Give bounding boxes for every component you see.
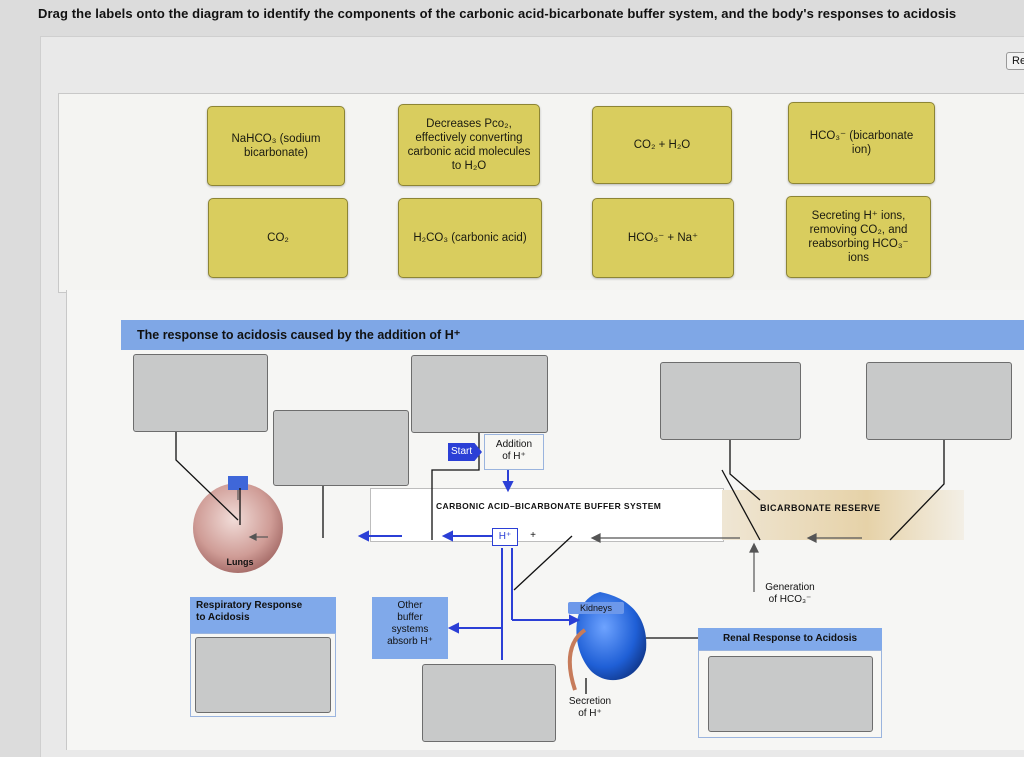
generation-label: Generation of HCO₃⁻ [765, 582, 815, 605]
drop-slot-1[interactable] [133, 354, 268, 432]
drop-slot-2[interactable] [273, 410, 409, 486]
diagram-title: The response to acidosis caused by the a… [137, 328, 461, 342]
chip-text: CO₂ + H₂O [633, 139, 691, 151]
trachea-icon [228, 476, 248, 490]
label-chip-decreases-pco2[interactable]: Decreases Pco₂, effectively converting c… [398, 104, 540, 186]
instruction-text: Drag the labels onto the diagram to iden… [38, 6, 957, 21]
addition-box: Addition of H⁺ [484, 434, 544, 470]
drop-slot-6[interactable] [195, 637, 331, 713]
bicarbonate-reserve-label: BICARBONATE RESERVE [760, 503, 881, 513]
label-chip-co2-h2o[interactable]: CO₂ + H₂O [592, 106, 732, 184]
drop-slot-7[interactable] [422, 664, 556, 742]
bicarbonate-reserve-band [722, 490, 964, 540]
h-plus-box: H⁺ [492, 528, 518, 546]
label-chip-co2[interactable]: CO₂ [208, 198, 348, 278]
chip-text: HCO₃⁻ (bicarbonate ion) [809, 130, 914, 156]
drop-slot-5[interactable] [866, 362, 1012, 440]
chip-text: HCO₃⁻ + Na⁺ [627, 232, 699, 244]
chip-text: H₂CO₃ (carbonic acid) [413, 232, 527, 244]
respiratory-response-header: Respiratory Response to Acidosis [190, 597, 336, 633]
diagram-title-bar: The response to acidosis caused by the a… [121, 320, 1024, 350]
label-chip-h2co3[interactable]: H₂CO₃ (carbonic acid) [398, 198, 542, 278]
buffer-system-label: CARBONIC ACID–BICARBONATE BUFFER SYSTEM [436, 501, 662, 511]
renal-response-header: Renal Response to Acidosis [698, 628, 882, 650]
label-chip-hco3-na[interactable]: HCO₃⁻ + Na⁺ [592, 198, 734, 278]
buffer-system-band [370, 488, 724, 542]
chip-text: NaHCO₃ (sodium bicarbonate) [231, 133, 321, 159]
lungs-icon [193, 483, 283, 573]
lungs-label: Lungs [226, 557, 254, 567]
other-buffer-box: Other buffer systems absorb H⁺ [372, 597, 448, 659]
drop-slot-3[interactable] [411, 355, 548, 433]
drop-slot-4[interactable] [660, 362, 801, 440]
reset-button[interactable]: Re [1006, 52, 1024, 70]
chip-text: Secreting H⁺ ions, removing CO₂, and rea… [808, 210, 909, 264]
kidneys-label: Kidneys [568, 602, 624, 614]
label-chip-nahco3[interactable]: NaHCO₃ (sodium bicarbonate) [207, 106, 345, 186]
label-chip-hco3-ion[interactable]: HCO₃⁻ (bicarbonate ion) [788, 102, 935, 184]
start-arrow: Start [448, 443, 482, 461]
plus-sign: + [530, 530, 536, 541]
kidney-icon [576, 592, 647, 681]
chip-text: Decreases Pco₂, effectively converting c… [407, 118, 531, 172]
secretion-label: Secretion of H⁺ [568, 696, 612, 719]
label-chip-secreting-h[interactable]: Secreting H⁺ ions, removing CO₂, and rea… [786, 196, 931, 278]
drop-slot-8[interactable] [708, 656, 873, 732]
chip-text: CO₂ [267, 232, 289, 244]
